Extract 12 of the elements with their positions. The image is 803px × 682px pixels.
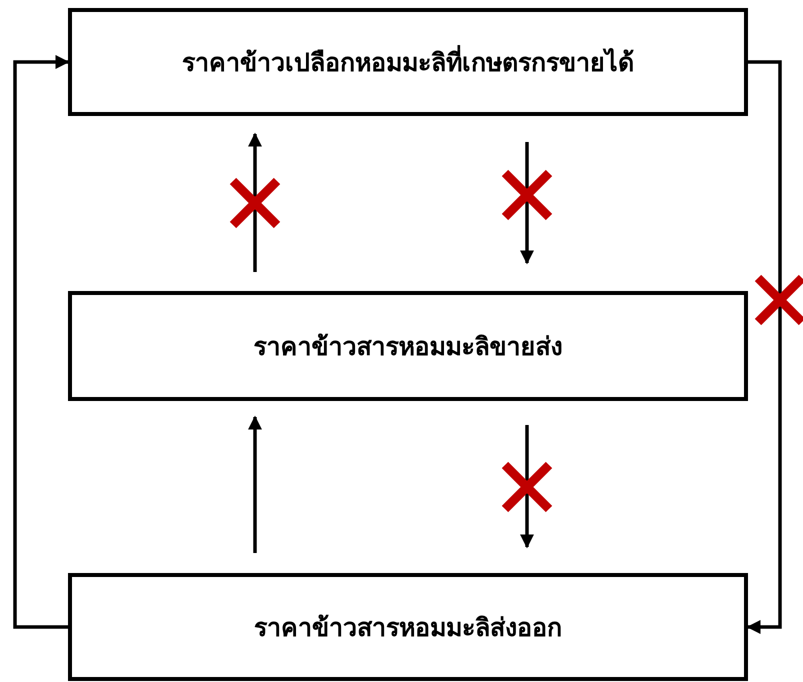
box-label: ราคาข้าวเปลือกหอมมะลิที่เกษตรกรขายได้ — [182, 42, 634, 82]
process-box — [68, 291, 748, 401]
box-label: ราคาข้าวสารหอมมะลิส่งออก — [254, 612, 562, 644]
arrow — [520, 142, 534, 264]
arrow — [248, 132, 262, 272]
process-box — [68, 8, 748, 116]
arrow — [746, 60, 782, 634]
box-label: ราคาข้าวสารหอมมะลิขายส่ง — [254, 331, 562, 363]
process-box — [68, 573, 748, 681]
arrow — [13, 55, 70, 629]
arrow — [520, 425, 534, 548]
arrow — [248, 416, 262, 553]
